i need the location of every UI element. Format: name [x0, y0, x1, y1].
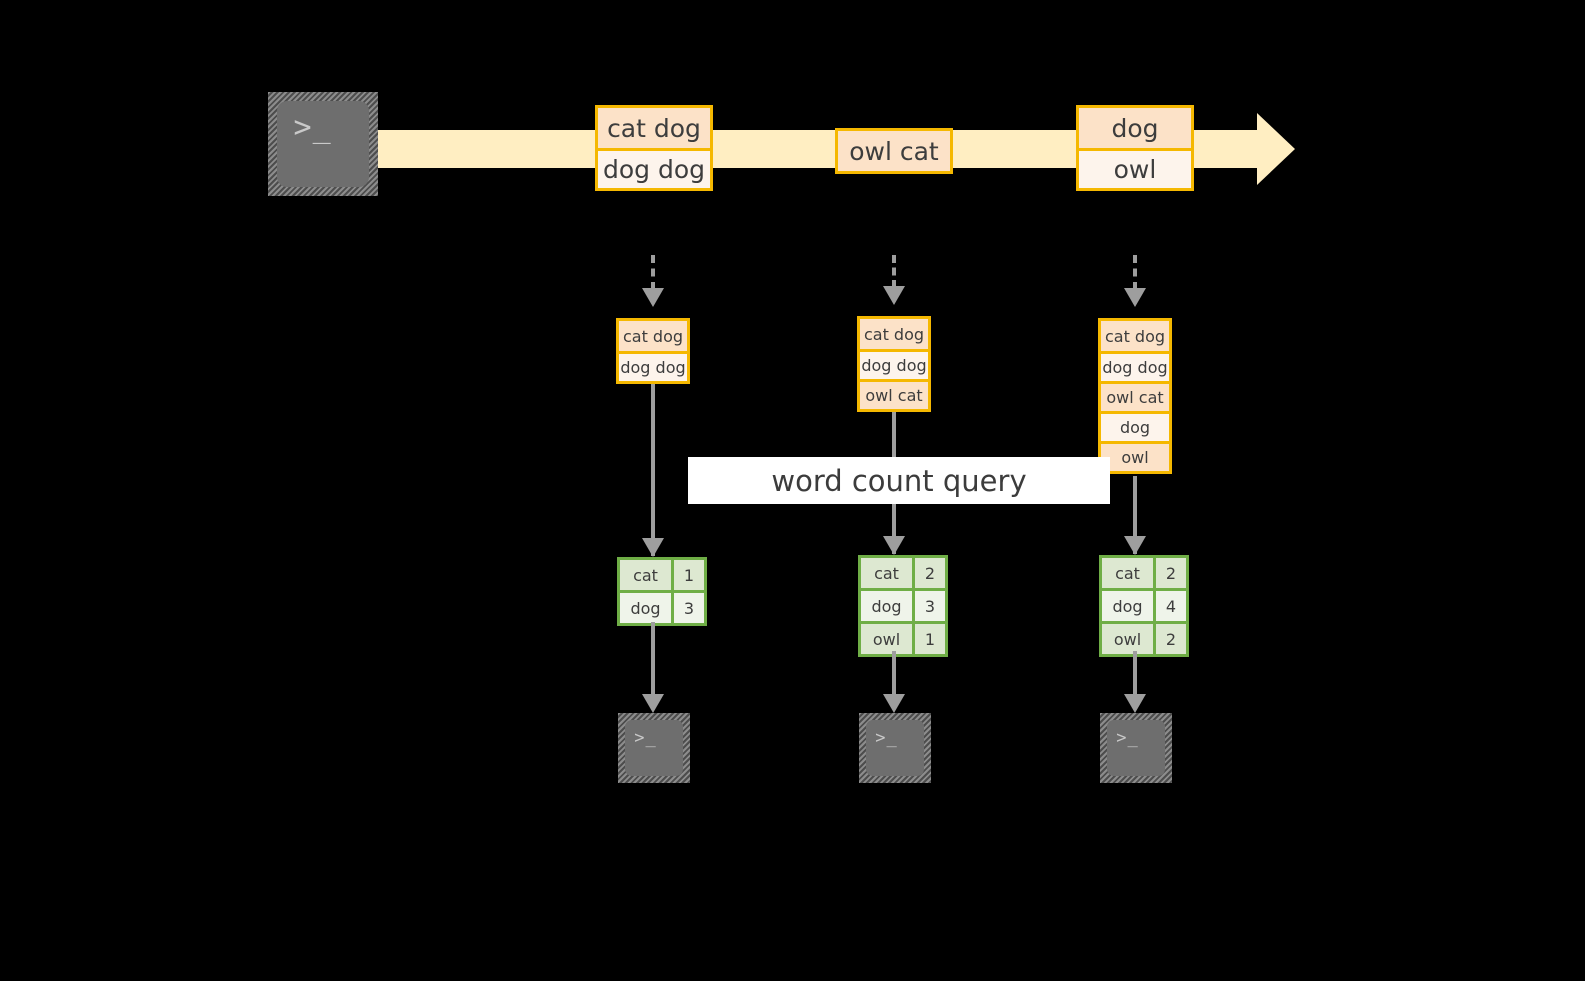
query-banner-label: word count query: [771, 463, 1027, 498]
terminal-prompt-icon: >_: [634, 728, 657, 749]
result-word: cat: [620, 560, 671, 590]
snapshot-2-input-table: cat dog dog dog owl cat: [857, 316, 931, 412]
record-line: owl: [1079, 148, 1191, 188]
terminal-screen: >_: [625, 720, 683, 776]
input-line: owl: [1101, 441, 1169, 471]
result-word: cat: [861, 558, 912, 588]
input-line: dog: [1101, 411, 1169, 441]
snapshot-1-sink-line: [651, 622, 655, 704]
snapshot-2-sink-arrowhead: [883, 694, 905, 713]
snapshot-1-result-table: cat 1 dog 3: [617, 557, 707, 626]
snapshot-3-query-arrowhead: [1124, 536, 1146, 555]
snapshot-2-query-arrowhead: [883, 536, 905, 555]
table-row: owl 2: [1102, 621, 1186, 654]
snapshot-3-sink-arrowhead: [1124, 694, 1146, 713]
snapshot-3-result-table: cat 2 dog 4 owl 2: [1099, 555, 1189, 657]
table-row: dog 3: [861, 588, 945, 621]
table-row: cat 2: [1102, 558, 1186, 588]
query-banner: word count query: [688, 457, 1110, 504]
result-count: 2: [912, 558, 945, 588]
snapshot-1-query-line: [651, 384, 655, 556]
result-word: owl: [861, 624, 912, 654]
input-line: cat dog: [860, 319, 928, 349]
snapshot-3-sink-terminal[interactable]: >_: [1100, 713, 1172, 783]
terminal-screen: >_: [277, 101, 369, 187]
snapshot-1-sink-arrowhead: [642, 694, 664, 713]
snapshot-1-tap-arrowhead: [642, 288, 664, 307]
stream-record-2: owl cat: [835, 128, 953, 174]
table-row: cat 1: [620, 560, 704, 590]
result-count: 2: [1153, 558, 1186, 588]
result-word: cat: [1102, 558, 1153, 588]
snapshot-1-input-table: cat dog dog dog: [616, 318, 690, 384]
snapshot-3-tap-arrowhead: [1124, 288, 1146, 307]
input-line: cat dog: [1101, 321, 1169, 351]
input-line: owl cat: [1101, 381, 1169, 411]
terminal-prompt-icon: >_: [1116, 728, 1139, 749]
snapshot-3-sink-line: [1133, 651, 1137, 704]
input-line: cat dog: [619, 321, 687, 351]
record-line: dog dog: [598, 148, 710, 188]
snapshot-1-query-arrowhead: [642, 538, 664, 557]
terminal-screen: >_: [1107, 720, 1165, 776]
terminal-prompt-icon: >_: [293, 110, 332, 146]
table-row: dog 4: [1102, 588, 1186, 621]
record-line: dog: [1079, 108, 1191, 148]
snapshot-2-sink-line: [892, 651, 896, 704]
snapshot-3-input-table: cat dog dog dog owl cat dog owl: [1098, 318, 1172, 474]
snapshot-2-result-table: cat 2 dog 3 owl 1: [858, 555, 948, 657]
snapshot-2-tap-line: [892, 255, 896, 288]
result-word: dog: [1102, 591, 1153, 621]
result-word: dog: [620, 593, 671, 623]
snapshot-2-tap-arrowhead: [883, 286, 905, 305]
snapshot-1-tap-line: [651, 255, 655, 290]
stream-record-1: cat dog dog dog: [595, 105, 713, 191]
table-row: owl 1: [861, 621, 945, 654]
terminal-prompt-icon: >_: [875, 728, 898, 749]
snapshot-3-query-line: [1133, 476, 1137, 554]
result-word: owl: [1102, 624, 1153, 654]
snapshot-2-sink-terminal[interactable]: >_: [859, 713, 931, 783]
result-count: 2: [1153, 624, 1186, 654]
table-row: cat 2: [861, 558, 945, 588]
record-line: owl cat: [838, 131, 950, 171]
stream-record-3: dog owl: [1076, 105, 1194, 191]
terminal-screen: >_: [866, 720, 924, 776]
source-terminal[interactable]: >_: [268, 92, 378, 196]
result-word: dog: [861, 591, 912, 621]
result-count: 4: [1153, 591, 1186, 621]
input-line: dog dog: [860, 349, 928, 379]
stream-arrow-head: [1257, 113, 1295, 185]
snapshot-3-tap-line: [1133, 255, 1137, 290]
input-line: owl cat: [860, 379, 928, 409]
result-count: 1: [912, 624, 945, 654]
result-count: 3: [671, 593, 704, 623]
result-count: 3: [912, 591, 945, 621]
input-line: dog dog: [1101, 351, 1169, 381]
result-count: 1: [671, 560, 704, 590]
snapshot-1-sink-terminal[interactable]: >_: [618, 713, 690, 783]
input-line: dog dog: [619, 351, 687, 381]
table-row: dog 3: [620, 590, 704, 623]
record-line: cat dog: [598, 108, 710, 148]
